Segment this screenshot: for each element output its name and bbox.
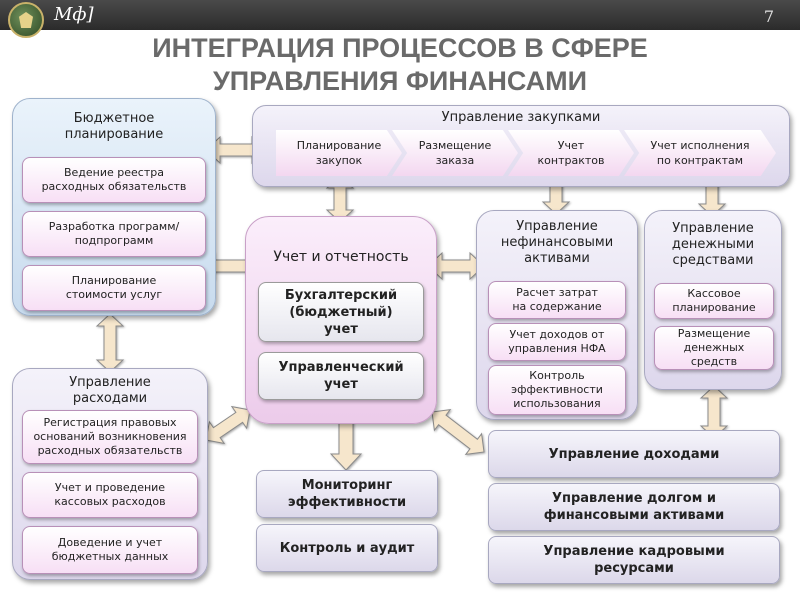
slide-number: 7 xyxy=(763,7,774,26)
budget-planning-title: Бюджетное планирование xyxy=(64,111,164,142)
slide-title-line-1: ИНТЕГРАЦИЯ ПРОЦЕССОВ В СФЕРЕ xyxy=(152,33,648,63)
budget-item-programs: Разработка программ/подпрограмм xyxy=(22,211,206,257)
slide-title: ИНТЕГРАЦИЯ ПРОЦЕССОВ В СФЕРЕ УПРАВЛЕНИЯ … xyxy=(80,32,720,98)
expense-management-title: Управление расходами xyxy=(69,375,151,406)
control-audit-box: Контроль и аудит xyxy=(256,524,438,572)
accounting-title: Учет и отчетность xyxy=(273,249,409,265)
arrow-accounting-expenses xyxy=(205,405,251,445)
emblem-shield-icon xyxy=(19,12,33,28)
slide-title-line-2: УПРАВЛЕНИЯ ФИНАНСАМИ xyxy=(212,66,588,96)
arrow-accounting-revenue xyxy=(431,408,485,456)
header-bar xyxy=(0,0,800,30)
procurement-title: Управление закупками xyxy=(441,110,601,125)
revenue-management-box: Управление доходами xyxy=(488,430,780,478)
arrow-accounting-monitoring xyxy=(329,419,363,471)
emblem-logo xyxy=(8,2,44,38)
accounting-item-bookkeeping: Бухгалтерский(бюджетный)учет xyxy=(258,282,424,342)
brand-label: Мф] xyxy=(54,4,94,25)
arrow-budget-expenses xyxy=(95,313,125,373)
nonfinancial-assets-title: Управление нефинансовыми активами xyxy=(500,219,614,266)
cash-management-title: Управление денежными средствами xyxy=(671,221,755,268)
